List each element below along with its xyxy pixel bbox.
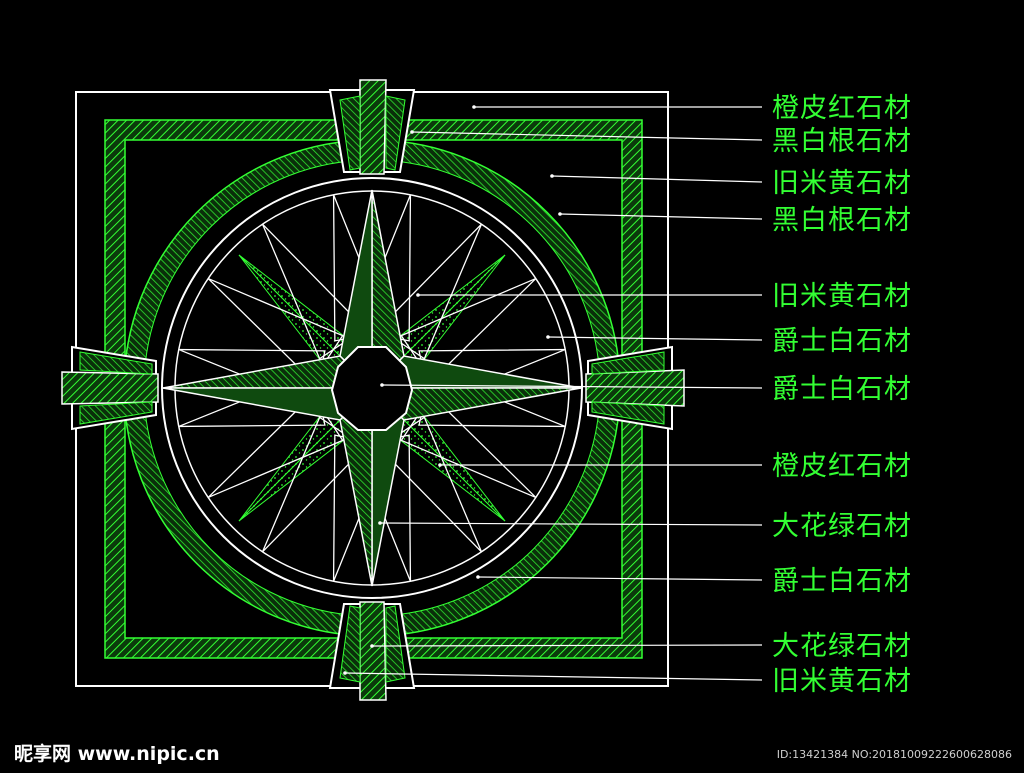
leader-dot <box>546 335 550 339</box>
top-key-block <box>328 79 416 175</box>
material-label: 大花绿石材 <box>772 631 912 662</box>
material-label: 黑白根石材 <box>772 126 912 157</box>
leader-dot <box>438 463 442 467</box>
leader-line <box>344 672 763 681</box>
leader-dot <box>558 212 562 216</box>
material-label: 旧米黄石材 <box>772 666 912 697</box>
leader-dot <box>410 130 414 134</box>
material-labels: 橙皮红石材黑白根石材旧米黄石材黑白根石材旧米黄石材爵士白石材爵士白石材橙皮红石材… <box>772 93 912 697</box>
leader-line <box>559 213 763 220</box>
leader-line <box>547 336 763 341</box>
material-label: 爵士白石材 <box>772 374 912 405</box>
main-compass-star <box>162 189 582 587</box>
material-label: 黑白根石材 <box>772 205 912 236</box>
watermark: 昵享网 www.nipic.cn ID:13421384 NO:20181009… <box>0 738 1024 773</box>
leader-dot <box>380 383 384 387</box>
leader-dot <box>378 521 382 525</box>
center-octagon <box>330 346 414 431</box>
material-label: 大花绿石材 <box>772 511 912 542</box>
leader-line <box>379 522 763 526</box>
medallion-outer-white-circle <box>161 177 583 599</box>
watermark-logo: 昵享网 www.nipic.cn <box>14 742 220 765</box>
material-label: 爵士白石材 <box>772 326 912 357</box>
material-label: 橙皮红石材 <box>772 93 912 124</box>
watermark-id: ID:13421384 NO:20181009222600628086 <box>777 748 1012 761</box>
material-label: 橙皮红石材 <box>772 451 912 482</box>
diagonal-star-points <box>238 254 506 522</box>
leader-line <box>551 175 763 183</box>
leader-dot <box>343 671 347 675</box>
leader-dot <box>472 105 476 109</box>
material-label: 旧米黄石材 <box>772 168 912 199</box>
leader-line <box>411 131 763 141</box>
material-label: 旧米黄石材 <box>772 281 912 312</box>
leader-dot <box>370 644 374 648</box>
leader-line <box>477 576 763 581</box>
material-leader-lines <box>343 105 763 681</box>
right-key-block <box>585 345 685 431</box>
leader-line <box>381 384 763 389</box>
leader-dot <box>416 293 420 297</box>
leader-dot <box>476 575 480 579</box>
bottom-key-block <box>328 601 416 701</box>
material-label: 爵士白石材 <box>772 566 912 597</box>
leader-dot <box>550 174 554 178</box>
leader-line <box>371 644 763 647</box>
left-key-block <box>61 345 159 431</box>
